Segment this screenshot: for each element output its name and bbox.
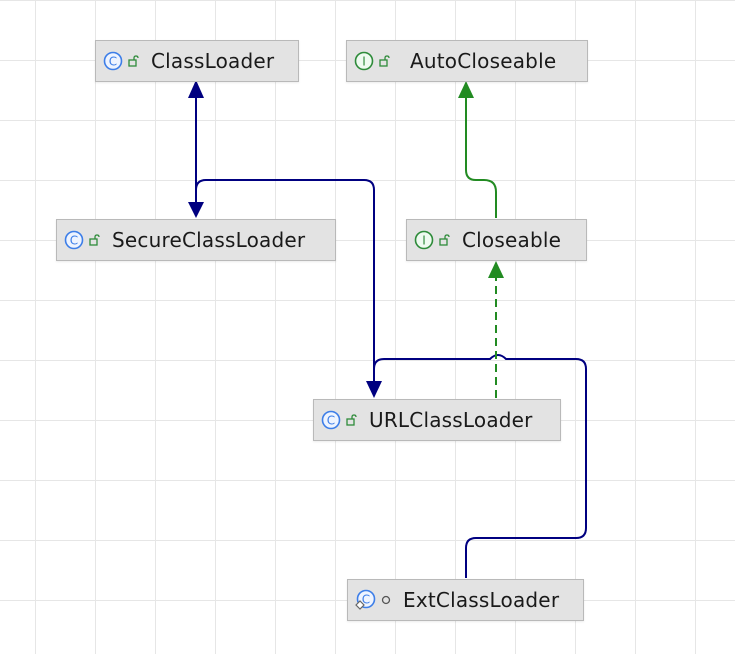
node-secureclassloader[interactable]: C SecureClassLoader [56,219,336,261]
public-visibility-icon [88,233,102,247]
edge-closeable-to-autocloseable [458,81,497,218]
public-visibility-icon [345,413,359,427]
class-icon: C [102,50,124,72]
node-classloader[interactable]: C ClassLoader [95,40,299,82]
edge-urlclassloader-implements-closeable [488,261,504,398]
node-label: ClassLoader [151,49,275,73]
interface-icon: I [413,229,435,251]
node-urlclassloader[interactable]: C URLClassLoader [313,399,561,441]
interface-icon: I [353,50,375,72]
svg-text:I: I [362,55,366,69]
static-nested-class-icon: C [354,589,376,611]
node-closeable[interactable]: I Closeable [406,219,587,261]
public-visibility-icon [378,54,392,68]
svg-text:C: C [109,55,117,69]
arrowhead-autocloseable [458,81,474,98]
arrowhead-urlclassloader [366,381,382,398]
svg-text:I: I [422,234,426,248]
node-label: Closeable [462,228,562,252]
package-private-visibility-icon [379,593,393,607]
edge-urlclassloader-to-secureclassloader [195,179,375,382]
arrowhead-secureclassloader [188,202,204,218]
node-extclassloader[interactable]: C ExtClassLoader [347,579,584,621]
arrowhead-classloader [188,80,204,98]
node-label: AutoCloseable [410,49,557,73]
node-label: ExtClassLoader [403,588,560,612]
svg-text:C: C [70,234,78,248]
node-autocloseable[interactable]: I AutoCloseable [346,40,588,82]
class-icon: C [320,409,342,431]
svg-text:C: C [362,593,370,607]
node-label: URLClassLoader [369,408,533,432]
edge-extclassloader-to-urlclassloader [366,354,587,578]
svg-text:C: C [327,414,335,428]
public-visibility-icon [127,54,141,68]
arrowhead-closeable [488,261,504,278]
node-label: SecureClassLoader [112,228,306,252]
class-icon: C [63,229,85,251]
public-visibility-icon [438,233,452,247]
